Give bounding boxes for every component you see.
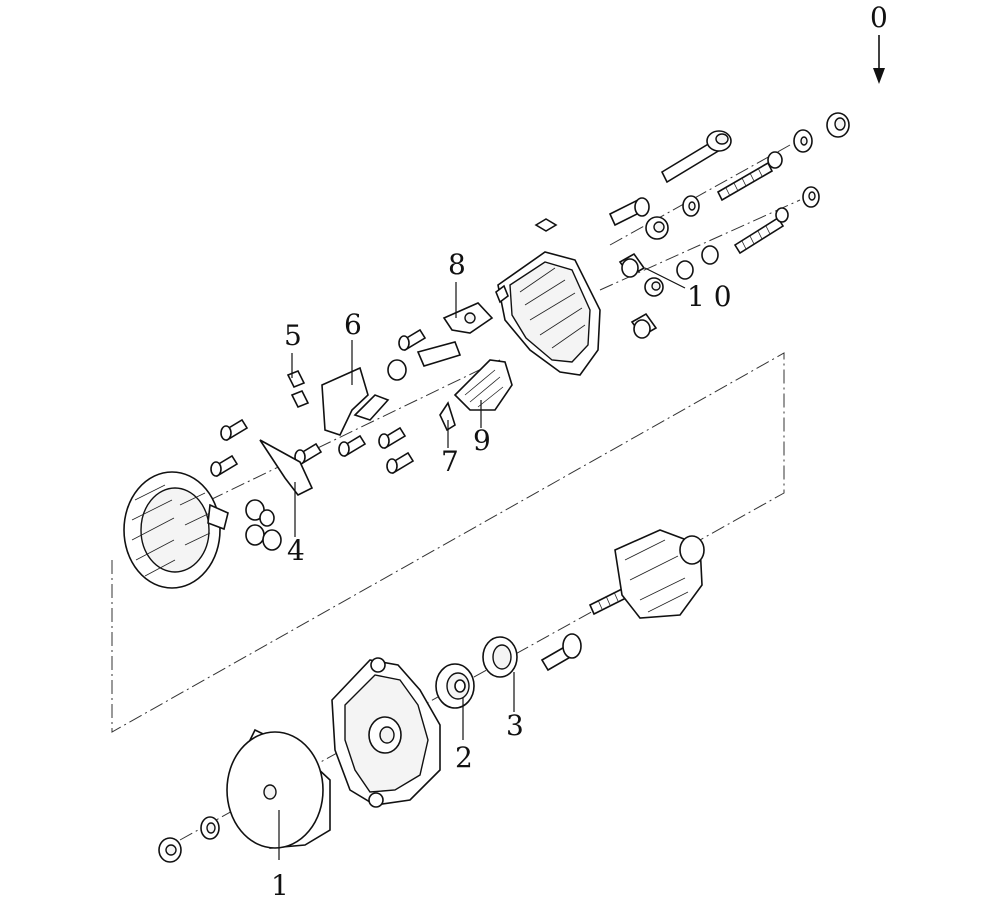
callout-4: 4	[287, 534, 305, 567]
axis-rotor	[179, 584, 641, 841]
callout-8: 8	[448, 248, 466, 281]
callout-labels: 1 2 3 4 5 6 7 8 9 1 0	[271, 248, 732, 902]
leader-lines	[278, 267, 686, 860]
callout-3: 3	[506, 709, 524, 742]
stator	[123, 471, 229, 589]
callout-10: 1 0	[687, 280, 732, 313]
callout-2: 2	[455, 741, 473, 774]
clip-7	[439, 401, 456, 432]
direction-marker: 0	[870, 1, 888, 84]
bushing-3	[630, 312, 658, 339]
threaded-stud-1	[716, 151, 783, 202]
long-bolt-top	[660, 130, 732, 184]
washer-2	[682, 195, 700, 217]
axis-brush	[209, 359, 501, 501]
wire-4	[259, 439, 314, 497]
washers-pile	[245, 499, 282, 551]
bracket-6	[321, 366, 369, 436]
front-nut	[158, 816, 220, 863]
down-arrow-icon	[873, 68, 885, 84]
rear-housing	[495, 251, 601, 376]
threaded-stud-2	[733, 207, 789, 255]
washer-1	[793, 129, 813, 153]
through-bolts-group	[534, 112, 850, 339]
screws-row	[210, 328, 427, 478]
callout-1: 1	[271, 869, 289, 902]
callout-9: 9	[473, 424, 491, 457]
nut-1	[826, 112, 850, 138]
bolt-bearing	[540, 633, 582, 672]
regulator-group	[210, 302, 513, 551]
callout-7: 7	[441, 445, 459, 478]
rotor	[588, 529, 705, 619]
rectifier-9	[453, 359, 513, 411]
terminal-5	[286, 369, 310, 409]
axis-upper-bolt	[609, 144, 791, 246]
bushing-2	[644, 277, 664, 297]
callout-6: 6	[344, 308, 362, 341]
sleeve-1	[645, 216, 669, 240]
small-nut-right	[676, 245, 719, 280]
nut-2	[802, 186, 820, 208]
bearing-2	[435, 663, 475, 709]
fan-pulley-1	[226, 728, 331, 849]
axis-frame	[111, 352, 785, 733]
front-housing	[331, 657, 441, 808]
washer-small	[387, 359, 407, 381]
spacer-bolt	[608, 197, 650, 227]
small-clip	[534, 218, 558, 232]
retainer-3	[482, 636, 518, 678]
direction-marker-label: 0	[870, 1, 888, 34]
bushing-1	[618, 252, 646, 278]
link-plate	[416, 341, 462, 367]
callout-5: 5	[284, 319, 302, 352]
